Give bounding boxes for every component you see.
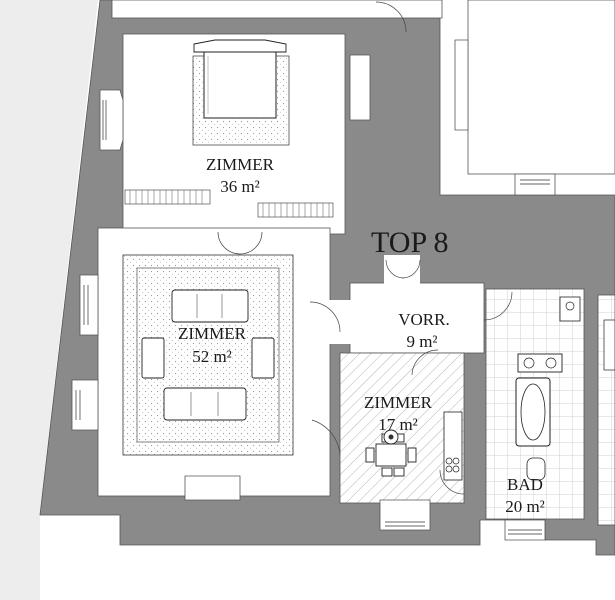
toilet-bowl [565, 301, 575, 311]
sofa-cushions [190, 294, 223, 416]
kitchen-sink-drain [388, 434, 394, 440]
room-name-zimmer-17: ZIMMER [364, 393, 433, 412]
washbasin-bowl [545, 357, 557, 369]
stove-burners [445, 457, 460, 473]
sofa-set [141, 289, 275, 421]
room-zimmer-17 [339, 352, 465, 504]
kitchen-counter [443, 411, 463, 481]
toilet [526, 457, 546, 481]
adjacent-room [467, 0, 615, 175]
radiator-fins [129, 190, 330, 217]
door-opening [384, 255, 420, 285]
upper-room [111, 0, 443, 19]
plan-title: TOP 8 [371, 226, 449, 259]
window-sills [75, 100, 550, 535]
room-area-bad: 20 m² [505, 497, 545, 516]
room-area-zimmer-17: 17 m² [378, 415, 418, 434]
room-area-zimmer-36: 36 m² [220, 177, 260, 196]
room-area-vorr: 9 m² [406, 332, 437, 351]
bathtub-basin [520, 383, 546, 441]
washbasin-bowl [523, 357, 535, 369]
room-vorr [349, 282, 485, 354]
room-name-bad: BAD [507, 475, 543, 494]
bed-headboard [193, 39, 287, 53]
room-area-zimmer-52: 52 m² [192, 347, 232, 366]
living-rug-border [136, 267, 280, 443]
room-name-zimmer-36: ZIMMER [206, 155, 275, 174]
room-name-zimmer-52: ZIMMER [178, 324, 247, 343]
radiators [124, 189, 334, 218]
room-name-vorr: VORR. [398, 310, 449, 329]
shower-tray [603, 319, 615, 371]
door-swings [217, 1, 513, 495]
door-opening [308, 300, 352, 344]
bed [203, 51, 277, 119]
